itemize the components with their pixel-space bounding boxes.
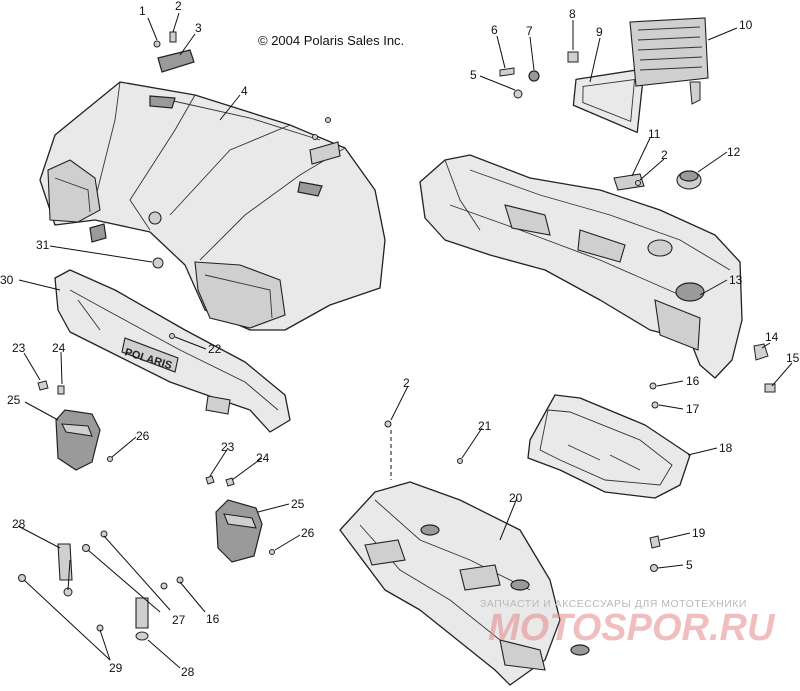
callout-11: 11 bbox=[648, 127, 661, 141]
callout-8: 8 bbox=[569, 7, 576, 21]
callout-25b: 25 bbox=[291, 497, 305, 511]
callout-16b: 16 bbox=[206, 612, 220, 626]
lower-left-hardware bbox=[18, 530, 184, 641]
callout-16: 16 bbox=[686, 374, 700, 388]
callout-2b: 2 bbox=[661, 148, 668, 162]
callout-17: 17 bbox=[686, 402, 700, 416]
dash-panel bbox=[419, 154, 743, 379]
callout-13: 13 bbox=[729, 273, 743, 287]
copyright-text: © 2004 Polaris Sales Inc. bbox=[258, 33, 404, 48]
callout-28b: 28 bbox=[181, 665, 195, 679]
callout-15: 15 bbox=[786, 351, 800, 365]
callout-31: 31 bbox=[36, 238, 50, 252]
callout-27: 27 bbox=[172, 613, 186, 627]
callout-22: 22 bbox=[208, 342, 222, 356]
callout-29: 29 bbox=[109, 661, 123, 675]
callout-14: 14 bbox=[765, 330, 779, 344]
callout-26: 26 bbox=[136, 429, 150, 443]
hood-assembly bbox=[39, 81, 386, 331]
headlight-cover-left bbox=[55, 409, 101, 471]
callout-12: 12 bbox=[727, 145, 741, 159]
upper-hardware bbox=[499, 51, 776, 393]
callout-5b: 5 bbox=[686, 558, 693, 572]
callout-1: 1 bbox=[139, 4, 146, 18]
watermark: ЗАПЧАСТИ И АКСЕССУАРЫ ДЛЯ МОТОТЕХНИКИ MO… bbox=[480, 598, 776, 649]
hood-latch-hardware bbox=[153, 31, 331, 140]
callout-28: 28 bbox=[12, 517, 26, 531]
front-bumper: POLARIS bbox=[54, 269, 291, 433]
callout-2c: 2 bbox=[403, 376, 410, 390]
callout-30: 30 bbox=[0, 273, 14, 287]
callout-9: 9 bbox=[596, 25, 603, 39]
callout-3: 3 bbox=[195, 21, 202, 35]
callout-26b: 26 bbox=[301, 526, 315, 540]
storage-tray bbox=[527, 394, 691, 499]
callout-20: 20 bbox=[509, 491, 523, 505]
callout-24b: 24 bbox=[256, 451, 270, 465]
callout-5: 5 bbox=[470, 68, 477, 82]
fasteners bbox=[37, 180, 661, 572]
callout-2: 2 bbox=[175, 0, 182, 13]
callout-24: 24 bbox=[52, 341, 66, 355]
callout-6: 6 bbox=[491, 23, 498, 37]
callout-4: 4 bbox=[241, 84, 248, 98]
callout-21: 21 bbox=[478, 419, 492, 433]
floor-board bbox=[339, 481, 590, 686]
callout-23: 23 bbox=[12, 341, 26, 355]
callout-10: 10 bbox=[739, 18, 753, 32]
watermark-line1: ЗАПЧАСТИ И АКСЕССУАРЫ ДЛЯ МОТОТЕХНИКИ bbox=[480, 598, 747, 610]
watermark-line2: MOTOSPOR.RU bbox=[488, 607, 776, 649]
dash-accessories bbox=[572, 17, 709, 191]
callout-7: 7 bbox=[526, 24, 533, 38]
callout-23b: 23 bbox=[221, 440, 235, 454]
callout-18: 18 bbox=[719, 441, 733, 455]
headlight-cover-right bbox=[215, 499, 263, 563]
leader-lines bbox=[17, 12, 793, 669]
callout-25: 25 bbox=[7, 393, 21, 407]
callout-19: 19 bbox=[692, 526, 706, 540]
